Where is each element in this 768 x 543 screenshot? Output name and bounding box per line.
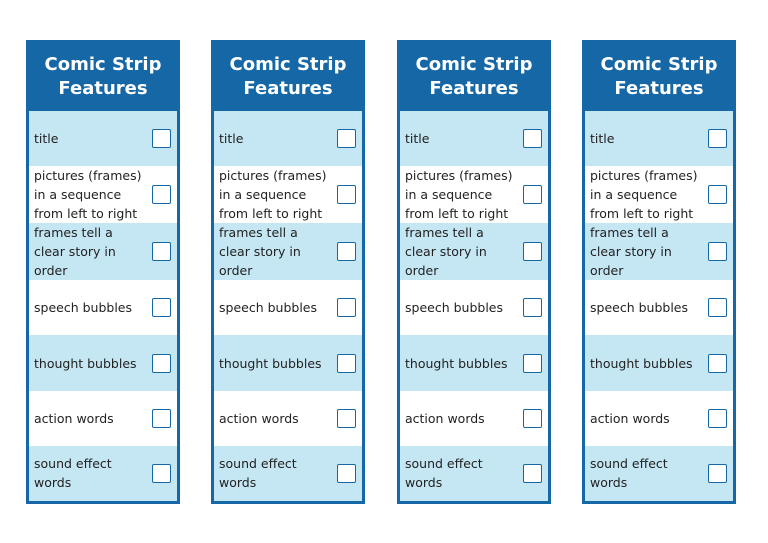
checklist-item-label: title xyxy=(590,131,615,147)
checklist-item-thought-bubbles: thought bubbles xyxy=(585,335,733,391)
checklist-item-label: frames tell a clear story in order xyxy=(219,225,301,279)
checkbox[interactable] xyxy=(523,408,542,428)
checklist-item-frames: frames tell a clear story in order xyxy=(214,223,362,281)
checklist-item-label: title xyxy=(219,131,244,147)
checkbox[interactable] xyxy=(337,463,356,483)
checklist: title pictures (frames) in a sequence fr… xyxy=(585,111,733,502)
checklist-item-label: frames tell a clear story in order xyxy=(590,225,672,279)
checklist-item-action-words: action words xyxy=(214,390,362,446)
checklist-item-label: speech bubbles xyxy=(34,300,132,316)
checkbox[interactable] xyxy=(152,463,171,483)
checklist-item-frames: frames tell a clear story in order xyxy=(400,223,548,281)
checkbox[interactable] xyxy=(337,129,356,149)
checklist-item-pictures: pictures (frames) in a sequence from lef… xyxy=(214,166,362,224)
checklist-item-label: pictures (frames) in a sequence from lef… xyxy=(590,168,698,222)
checklist-item-title: title xyxy=(29,111,177,167)
checkbox[interactable] xyxy=(523,129,542,149)
checklist-item-label: sound effect words xyxy=(34,456,112,491)
checklist-item-label: action words xyxy=(34,410,114,426)
checklist-item-label: action words xyxy=(405,410,485,426)
checklist-item-frames: frames tell a clear story in order xyxy=(585,223,733,281)
checklist-item-label: speech bubbles xyxy=(590,300,688,316)
checklist-item-label: thought bubbles xyxy=(34,355,137,371)
checklist-item-label: speech bubbles xyxy=(405,300,503,316)
checkbox[interactable] xyxy=(152,353,171,373)
checklist-item-action-words: action words xyxy=(400,390,548,446)
checklist-item-thought-bubbles: thought bubbles xyxy=(214,335,362,391)
checkbox[interactable] xyxy=(708,129,727,149)
checkbox[interactable] xyxy=(708,353,727,373)
checklist-item-label: frames tell a clear story in order xyxy=(34,225,116,279)
checkbox[interactable] xyxy=(708,463,727,483)
checklist-card-1: Comic Strip Features title pictures (fra… xyxy=(26,40,180,504)
card-title: Comic Strip Features xyxy=(415,54,533,99)
checkbox[interactable] xyxy=(337,408,356,428)
checkbox[interactable] xyxy=(152,242,171,262)
checklist-item-speech-bubbles: speech bubbles xyxy=(400,280,548,336)
checklist-item-pictures: pictures (frames) in a sequence from lef… xyxy=(400,166,548,224)
checklist-item-label: thought bubbles xyxy=(405,355,508,371)
checklist-item-sound-effect-words: sound effect words xyxy=(585,445,733,502)
checklist-item-action-words: action words xyxy=(29,390,177,446)
card-title: Comic Strip Features xyxy=(600,54,718,99)
checkbox[interactable] xyxy=(708,298,727,318)
checkbox[interactable] xyxy=(708,185,727,205)
checklist-item-label: pictures (frames) in a sequence from lef… xyxy=(405,168,513,222)
checklist-card-2: Comic Strip Features title pictures (fra… xyxy=(211,40,365,504)
checklist-item-action-words: action words xyxy=(585,390,733,446)
checklist: title pictures (frames) in a sequence fr… xyxy=(400,111,548,502)
checklist-item-label: thought bubbles xyxy=(590,355,693,371)
checklist: title pictures (frames) in a sequence fr… xyxy=(214,111,362,502)
checklist-card-3: Comic Strip Features title pictures (fra… xyxy=(397,40,551,504)
checklist-item-speech-bubbles: speech bubbles xyxy=(214,280,362,336)
checklist-item-label: title xyxy=(405,131,430,147)
checklist-item-speech-bubbles: speech bubbles xyxy=(29,280,177,336)
checklist-item-label: action words xyxy=(219,410,299,426)
checklist-item-title: title xyxy=(585,111,733,167)
checkbox[interactable] xyxy=(152,129,171,149)
checklist-item-sound-effect-words: sound effect words xyxy=(29,445,177,502)
checklist-item-label: sound effect words xyxy=(590,456,668,491)
checkbox[interactable] xyxy=(337,185,356,205)
checklist-item-label: sound effect words xyxy=(405,456,483,491)
checklist-item-label: frames tell a clear story in order xyxy=(405,225,487,279)
checklist-item-speech-bubbles: speech bubbles xyxy=(585,280,733,336)
checklist-card-4: Comic Strip Features title pictures (fra… xyxy=(582,40,736,504)
checkbox[interactable] xyxy=(523,298,542,318)
checkbox[interactable] xyxy=(523,463,542,483)
checklist-item-title: title xyxy=(400,111,548,167)
card-title: Comic Strip Features xyxy=(229,54,347,99)
checklist-item-label: action words xyxy=(590,410,670,426)
checklist-item-pictures: pictures (frames) in a sequence from lef… xyxy=(29,166,177,224)
checklist-item-title: title xyxy=(214,111,362,167)
card-title: Comic Strip Features xyxy=(44,54,162,99)
checkbox[interactable] xyxy=(337,298,356,318)
checklist-item-label: thought bubbles xyxy=(219,355,322,371)
checklist-item-label: pictures (frames) in a sequence from lef… xyxy=(219,168,327,222)
checkbox[interactable] xyxy=(152,408,171,428)
checklist-item-sound-effect-words: sound effect words xyxy=(214,445,362,502)
checklist-item-sound-effect-words: sound effect words xyxy=(400,445,548,502)
checkbox[interactable] xyxy=(523,242,542,262)
checkbox[interactable] xyxy=(708,242,727,262)
checklist-item-pictures: pictures (frames) in a sequence from lef… xyxy=(585,166,733,224)
checklist-item-label: title xyxy=(34,131,59,147)
checklist-item-thought-bubbles: thought bubbles xyxy=(400,335,548,391)
checklist-item-thought-bubbles: thought bubbles xyxy=(29,335,177,391)
checkbox[interactable] xyxy=(523,185,542,205)
checkbox[interactable] xyxy=(523,353,542,373)
checkbox[interactable] xyxy=(152,298,171,318)
checkbox[interactable] xyxy=(152,185,171,205)
checkbox[interactable] xyxy=(337,242,356,262)
checklist-item-label: speech bubbles xyxy=(219,300,317,316)
checkbox[interactable] xyxy=(337,353,356,373)
checklist-item-label: pictures (frames) in a sequence from lef… xyxy=(34,168,142,222)
checklist: title pictures (frames) in a sequence fr… xyxy=(29,111,177,502)
checkbox[interactable] xyxy=(708,408,727,428)
checklist-item-label: sound effect words xyxy=(219,456,297,491)
checklist-item-frames: frames tell a clear story in order xyxy=(29,223,177,281)
